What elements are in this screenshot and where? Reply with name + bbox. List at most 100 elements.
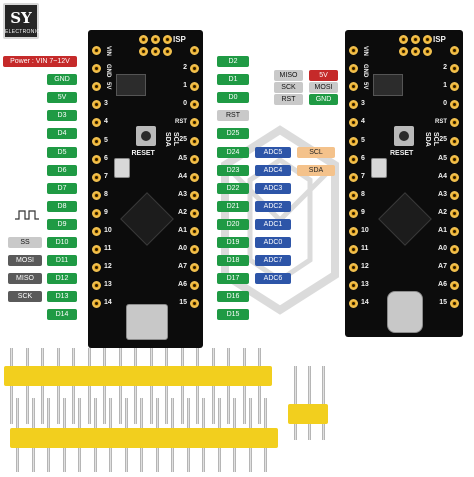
pin-hole bbox=[450, 137, 459, 146]
pin-hole bbox=[349, 209, 358, 218]
header-pin bbox=[140, 448, 143, 472]
header-pin bbox=[150, 386, 153, 424]
silk-left-label: GND bbox=[105, 64, 111, 78]
silk-left-label: 11 bbox=[104, 245, 112, 252]
header-pin bbox=[156, 448, 159, 472]
header-pin bbox=[171, 448, 174, 472]
silk-right-label: 2 bbox=[443, 64, 447, 71]
right-pin-label: D22 bbox=[217, 183, 249, 194]
pin-hole bbox=[450, 191, 459, 200]
adc-pin-label: ADC1 bbox=[255, 219, 291, 230]
left-pin-label: D5 bbox=[47, 147, 77, 158]
left-pin-label: D6 bbox=[47, 165, 77, 176]
pin-hole bbox=[92, 155, 101, 164]
right-pin-label: D20 bbox=[217, 219, 249, 230]
header-pin bbox=[78, 398, 81, 428]
silk-left-label: 3 bbox=[104, 100, 108, 107]
left-pin-label: D13 bbox=[47, 291, 77, 302]
pin-hole bbox=[450, 209, 459, 218]
header-pin bbox=[227, 386, 230, 424]
pin-hole bbox=[349, 137, 358, 146]
left-pin-label: D12 bbox=[47, 273, 77, 284]
left-pin-label: D7 bbox=[47, 183, 77, 194]
isp-hole bbox=[139, 47, 148, 56]
pin-header-strip-short bbox=[288, 404, 328, 424]
header-pin bbox=[196, 348, 199, 366]
isp-hole bbox=[151, 35, 160, 44]
silk-right-label: RST bbox=[435, 119, 447, 125]
header-pin bbox=[227, 348, 230, 366]
pin-hole bbox=[92, 245, 101, 254]
isp-hole bbox=[163, 35, 172, 44]
reset-button bbox=[135, 126, 156, 146]
silk-right-label: A2 bbox=[178, 209, 187, 216]
silk-right-label: A1 bbox=[438, 227, 447, 234]
left-pin-label: D8 bbox=[47, 201, 77, 212]
header-pin bbox=[264, 448, 267, 472]
pin-hole bbox=[92, 263, 101, 272]
header-pin bbox=[134, 386, 137, 424]
header-pin bbox=[258, 386, 261, 424]
isp-hole bbox=[423, 35, 432, 44]
pin-hole bbox=[190, 155, 199, 164]
pin-hole bbox=[349, 299, 358, 308]
isp-pin-label: MISO bbox=[274, 70, 303, 81]
reset-silk: RESET bbox=[390, 150, 414, 157]
header-pin bbox=[109, 448, 112, 472]
header-pin bbox=[72, 386, 75, 424]
pin-hole bbox=[349, 82, 358, 91]
silk-right-label: 1 bbox=[183, 82, 187, 89]
pin-hole bbox=[450, 281, 459, 290]
silk-right-label: 1 bbox=[443, 82, 447, 89]
crystal bbox=[114, 158, 130, 178]
silk-right-label: A1 bbox=[178, 227, 187, 234]
header-pin bbox=[47, 398, 50, 428]
header-pin bbox=[165, 348, 168, 366]
isp-pin-label: SCK bbox=[274, 82, 303, 93]
silk-right-label: 0 bbox=[183, 100, 187, 107]
scl-sda-silk: SCL SDA bbox=[164, 132, 179, 147]
pin-hole bbox=[190, 245, 199, 254]
isp-pin-label: 5V bbox=[309, 70, 338, 81]
right-pin-label: D19 bbox=[217, 237, 249, 248]
header-pin bbox=[57, 386, 60, 424]
adc-pin-label: ADC6 bbox=[255, 273, 291, 284]
silk-right-label: A0 bbox=[178, 245, 187, 252]
spi-pin-label: SS bbox=[8, 237, 42, 248]
header-pin bbox=[16, 448, 19, 472]
adc-pin-label: ADC3 bbox=[255, 183, 291, 194]
right-pin-label: D0 bbox=[217, 92, 249, 103]
left-pin-label: 5V bbox=[47, 92, 77, 103]
isp-hole bbox=[399, 47, 408, 56]
header-pin bbox=[119, 348, 122, 366]
header-pin bbox=[26, 386, 29, 424]
silk-left-label: 10 bbox=[361, 227, 369, 234]
pwm-wave-icon bbox=[15, 210, 39, 220]
silk-left-label: 10 bbox=[104, 227, 112, 234]
header-pin bbox=[134, 348, 137, 366]
right-pin-label: D16 bbox=[217, 291, 249, 302]
scl-sda-silk: SCL SDA bbox=[424, 132, 439, 147]
silk-left-label: 8 bbox=[361, 191, 365, 198]
left-pin-label: D3 bbox=[47, 110, 77, 121]
silk-left-label: VIN bbox=[362, 46, 368, 57]
header-pin bbox=[218, 448, 221, 472]
pin-hole bbox=[190, 173, 199, 182]
silk-right-label: A3 bbox=[178, 191, 187, 198]
adc-pin-label: ADC2 bbox=[255, 201, 291, 212]
header-pin bbox=[171, 398, 174, 428]
pin-header-strip-2 bbox=[10, 428, 278, 448]
silk-left-label: 5V bbox=[105, 82, 111, 90]
header-pin bbox=[150, 348, 153, 366]
pin-hole bbox=[450, 245, 459, 254]
pin-hole bbox=[450, 64, 459, 73]
isp-silk: ISP bbox=[433, 35, 446, 44]
header-pin bbox=[47, 448, 50, 472]
header-pin bbox=[119, 386, 122, 424]
reset-silk: RESET bbox=[131, 150, 155, 157]
isp-hole bbox=[411, 47, 420, 56]
header-pin bbox=[78, 448, 81, 472]
pin-hole bbox=[450, 227, 459, 236]
logo-subtext: ELECTRONICS bbox=[5, 29, 44, 35]
